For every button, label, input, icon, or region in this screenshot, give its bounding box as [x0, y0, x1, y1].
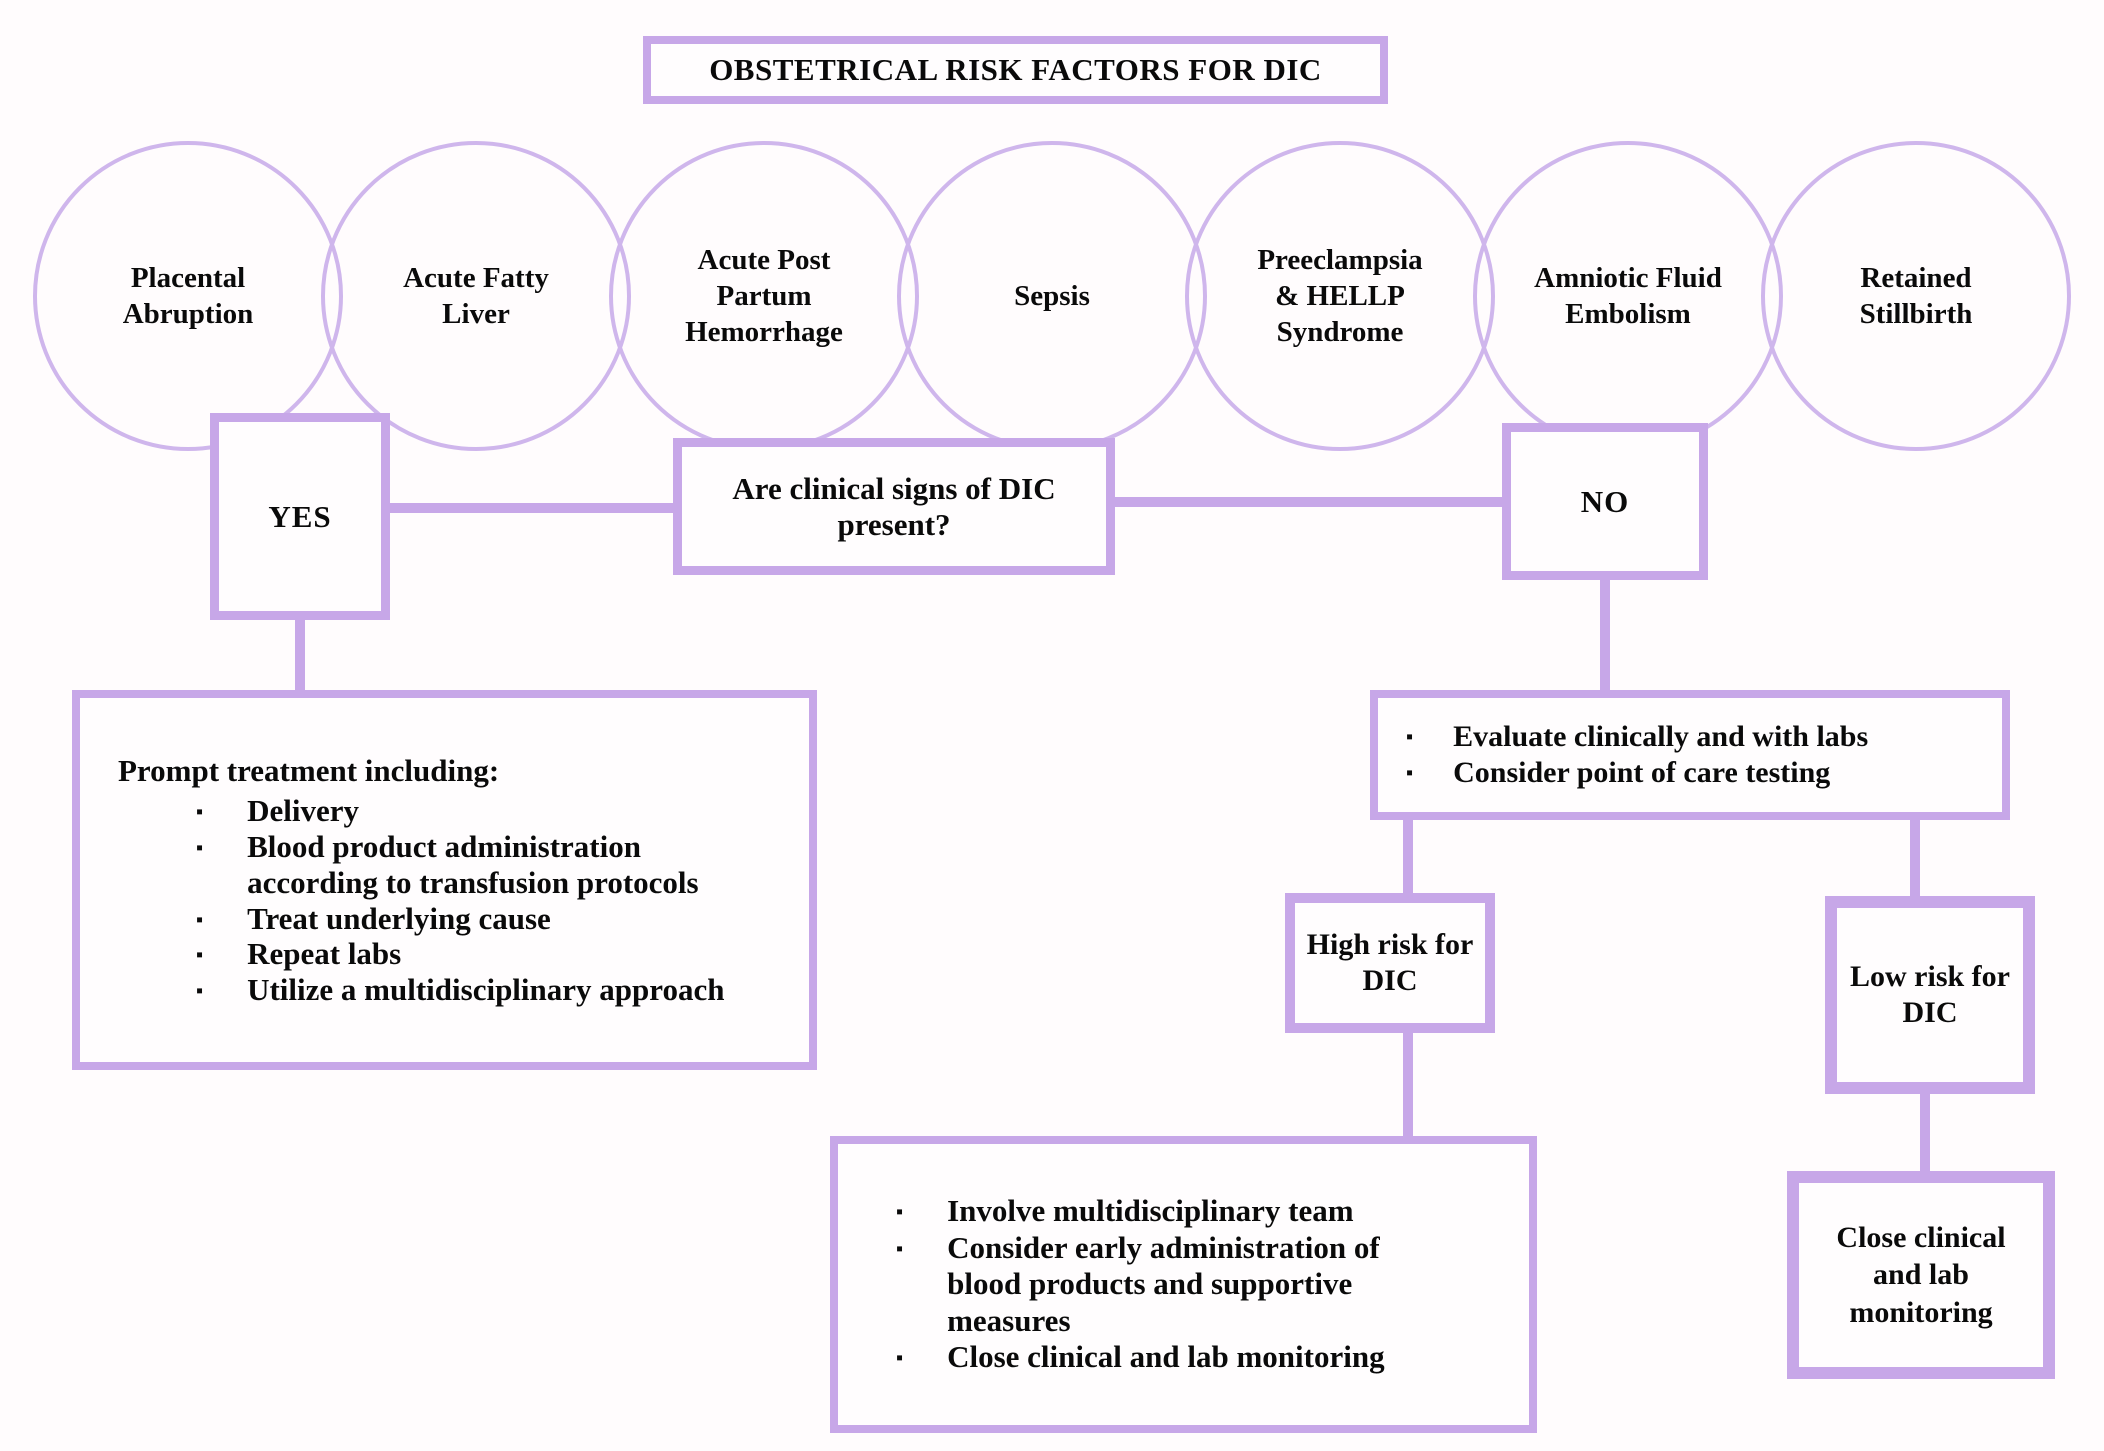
low-risk-monitoring-box: Close clinical and lab monitoring [1787, 1171, 2055, 1379]
list-item: ▪ Evaluate clinically and with labs [1406, 719, 1868, 755]
list-item-text: Utilize a multidisciplinary approach [247, 972, 725, 1008]
risk-factor-circle-placental-abruption: Placental Abruption [33, 141, 343, 451]
list-item: ▪ Treat underlying cause [196, 901, 781, 937]
connector-evaluation-to-low-risk [1910, 820, 1920, 896]
list-item: ▪ Involve multidisciplinary team [896, 1193, 1417, 1230]
risk-factor-label: Amniotic Fluid Embolism [1534, 261, 1722, 330]
bullet-square-icon: ▪ [196, 908, 204, 931]
list-item: ▪ Blood product administration according… [196, 829, 781, 901]
bullet-square-icon: ▪ [196, 800, 204, 823]
list-item: ▪ Repeat labs [196, 936, 781, 972]
connector-yes-to-treatment [295, 620, 305, 690]
high-risk-box: High risk for DIC [1285, 893, 1495, 1033]
no-box: NO [1502, 423, 1708, 580]
low-risk-box: Low risk for DIC [1825, 896, 2035, 1094]
connector-yes-to-question [390, 503, 673, 513]
list-item: ▪ Delivery [196, 793, 781, 829]
risk-factor-circle-retained-stillbirth: Retained Stillbirth [1761, 141, 2071, 451]
risk-factor-circle-postpartum-hemorrhage: Acute Post Partum Hemorrhage [609, 141, 919, 451]
bullet-square-icon: ▪ [1406, 726, 1414, 748]
evaluation-box: ▪ Evaluate clinically and with labs ▪ Co… [1370, 690, 2010, 820]
risk-factor-circle-preeclampsia-hellp: Preeclampsia & HELLP Syndrome [1185, 141, 1495, 451]
treatment-box: Prompt treatment including: ▪ Delivery ▪… [72, 690, 817, 1070]
high-risk-actions-box: ▪ Involve multidisciplinary team ▪ Consi… [830, 1136, 1537, 1433]
no-label: NO [1580, 483, 1630, 519]
bullet-square-icon: ▪ [196, 980, 204, 1003]
list-item: ▪ Close clinical and lab monitoring [896, 1339, 1417, 1376]
treatment-list: ▪ Delivery ▪ Blood product administratio… [118, 793, 781, 1009]
low-risk-label: Low risk for DIC [1850, 960, 2010, 1029]
risk-factors-row: Placental Abruption Acute Fatty Liver Ac… [0, 140, 2104, 452]
list-item-text: Repeat labs [247, 936, 402, 972]
connector-evaluation-to-high-risk [1403, 820, 1413, 893]
bullet-square-icon: ▪ [896, 1347, 904, 1370]
risk-factor-label: Retained Stillbirth [1859, 261, 1973, 330]
title-box: OBSTETRICAL RISK FACTORS FOR DIC [643, 36, 1388, 104]
risk-factor-label: Placental Abruption [122, 261, 254, 330]
risk-factor-label: Acute Post Partum Hemorrhage [685, 243, 843, 349]
list-item: ▪ Consider early administration of blood… [896, 1230, 1417, 1340]
bullet-square-icon: ▪ [196, 944, 204, 967]
bullet-square-icon: ▪ [896, 1201, 904, 1224]
list-item-text: Delivery [247, 792, 359, 828]
question-box: Are clinical signs of DIC present? [673, 438, 1115, 575]
yes-label: YES [268, 498, 332, 534]
bullet-square-icon: ▪ [1406, 762, 1414, 784]
risk-factor-label: Acute Fatty Liver [403, 261, 549, 330]
list-item-text: Close clinical and lab monitoring [947, 1339, 1385, 1375]
question-label: Are clinical signs of DIC present? [732, 470, 1056, 542]
bullet-square-icon: ▪ [896, 1237, 904, 1260]
risk-factor-circle-amniotic-fluid-embolism: Amniotic Fluid Embolism [1473, 141, 1783, 451]
low-risk-monitoring-label: Close clinical and lab monitoring [1836, 1220, 2006, 1329]
list-item-text: Consider point of care testing [1453, 756, 1831, 789]
list-item-text: Blood product administration according t… [247, 828, 699, 900]
list-item: ▪ Utilize a multidisciplinary approach [196, 972, 781, 1008]
connector-question-to-no [1115, 497, 1502, 507]
bullet-square-icon: ▪ [196, 836, 204, 859]
high-risk-label: High risk for DIC [1306, 928, 1474, 997]
risk-factor-label: Preeclampsia & HELLP Syndrome [1257, 243, 1423, 349]
treatment-heading: Prompt treatment including: [118, 753, 500, 788]
list-item-text: Consider early administration of blood p… [947, 1229, 1380, 1338]
page-title: OBSTETRICAL RISK FACTORS FOR DIC [709, 52, 1322, 87]
risk-factor-label: Sepsis [1014, 279, 1090, 312]
evaluation-list: ▪ Evaluate clinically and with labs ▪ Co… [1406, 719, 1868, 791]
list-item-text: Involve multidisciplinary team [947, 1193, 1354, 1229]
risk-factor-circle-sepsis: Sepsis [897, 141, 1207, 451]
list-item-text: Evaluate clinically and with labs [1453, 720, 1869, 753]
connector-high-risk-to-actions [1403, 1033, 1413, 1136]
connector-low-risk-to-monitoring [1920, 1094, 1930, 1171]
connector-no-to-evaluation [1600, 580, 1610, 690]
list-item-text: Treat underlying cause [247, 900, 551, 936]
high-risk-actions-list: ▪ Involve multidisciplinary team ▪ Consi… [896, 1193, 1417, 1376]
yes-box: YES [210, 413, 390, 620]
risk-factor-circle-acute-fatty-liver: Acute Fatty Liver [321, 141, 631, 451]
list-item: ▪ Consider point of care testing [1406, 755, 1868, 791]
